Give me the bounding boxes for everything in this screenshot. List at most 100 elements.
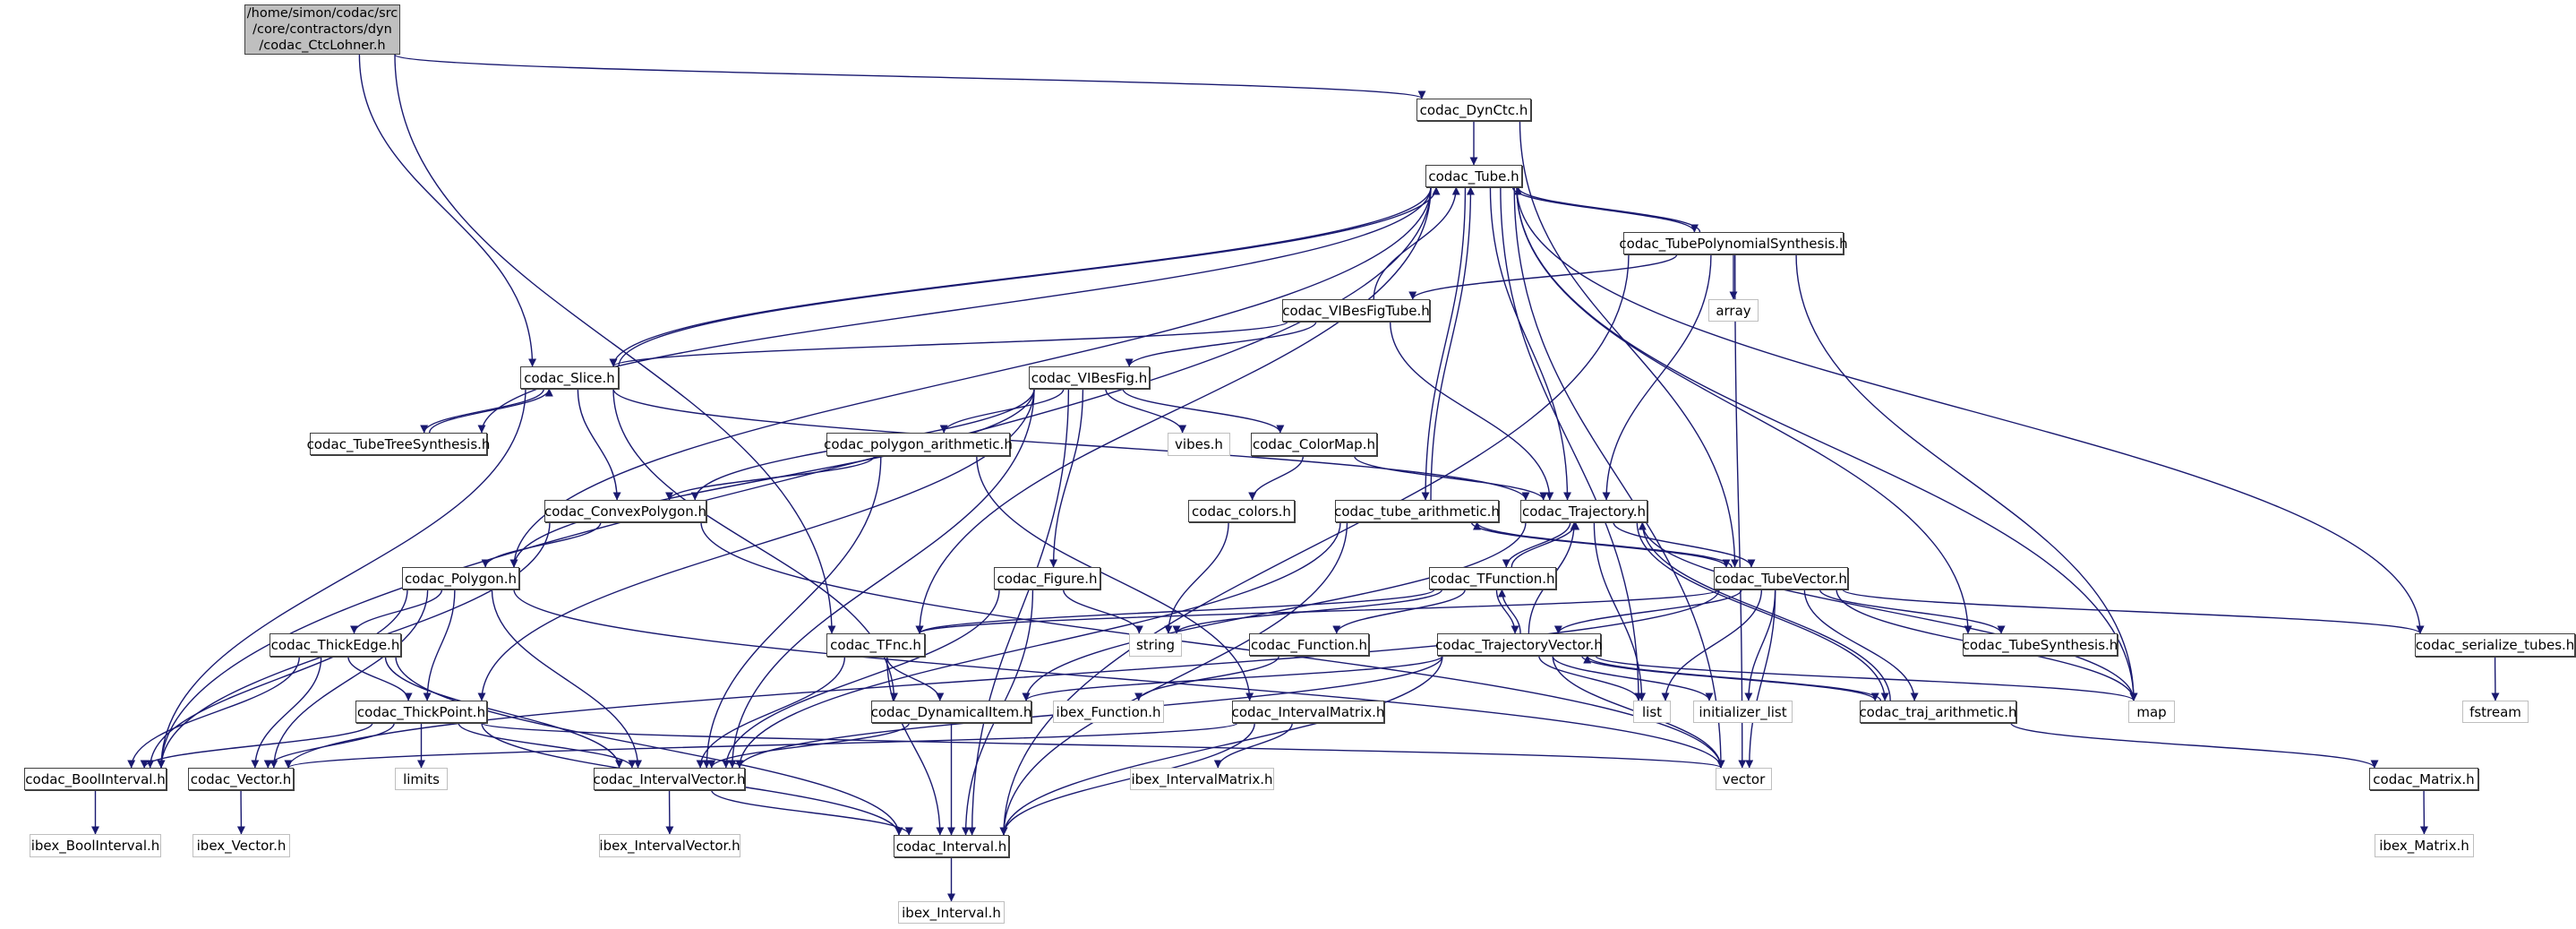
edge-convexpolygon-to-vector [700, 521, 1725, 769]
node-boolinterval[interactable]: codac_BoolInterval.h [24, 768, 167, 790]
node-slice[interactable]: codac_Slice.h [520, 366, 619, 389]
edge-tubepolynomialsynthesis-to-interval [999, 254, 1630, 836]
edge-trajectory-to-tubevector [1613, 521, 1756, 568]
edge-vibesfigtube-to-slice [609, 321, 1288, 367]
node-trajectoryvector[interactable]: codac_TrajectoryVector.h [1435, 633, 1603, 656]
edge-vibesfigtube-to-tube [1373, 186, 1460, 300]
edge-vibesfig-to-colormap [1122, 388, 1285, 434]
node-limits: limits [395, 768, 448, 790]
node-label: codac_ThickPoint.h [356, 703, 486, 720]
node-label: codac_TrajectoryVector.h [1435, 636, 1603, 653]
node-label: codac_TubeTreeSynthesis.h [306, 435, 491, 452]
node-tubepolynomialsynthesis[interactable]: codac_TubePolynomialSynthesis.h [1619, 232, 1848, 254]
edge-colors-to-string [1164, 521, 1229, 634]
node-label: codac_colors.h [1192, 503, 1291, 520]
edge-root-to-dynctc [394, 54, 1426, 99]
node-dynamicalitem[interactable]: codac_DynamicalItem.h [871, 701, 1031, 723]
node-vibesfig[interactable]: codac_VIBesFig.h [1029, 366, 1150, 389]
node-tubevector[interactable]: codac_TubeVector.h [1714, 567, 1848, 589]
node-label: codac_Matrix.h [2373, 770, 2475, 787]
node-ibex-matrix: ibex_Matrix.h [2375, 834, 2474, 857]
edge-traj_arithmetic-to-trajectory [1638, 521, 1891, 701]
edge-tfunction-to-function [1332, 589, 1466, 634]
node-figure[interactable]: codac_Figure.h [994, 567, 1100, 589]
node-intervalmatrix[interactable]: codac_IntervalMatrix.h [1232, 701, 1384, 723]
edge-tube_arithmetic-to-intervalvector [735, 521, 1341, 769]
edge-traj_arithmetic-to-matrix [2010, 722, 2379, 769]
node-label: /home/simon/codac/src /core/contractors/… [246, 6, 398, 53]
edge-figure-to-intervalvector [722, 589, 1000, 769]
edge-polygon_arithmetic-to-intervalvector [702, 455, 882, 769]
node-tubesynthesis[interactable]: codac_TubeSynthesis.h [1963, 633, 2118, 656]
node-label: codac_TubePolynomialSynthesis.h [1619, 235, 1848, 252]
edge-tubetreesynthesis-to-slice [428, 388, 553, 434]
node-vibes: vibes.h [1168, 433, 1230, 456]
node-serialize-tubes[interactable]: codac_serialize_tubes.h [2415, 633, 2575, 657]
edge-tube-to-tfnc [915, 186, 1432, 634]
edge-thickpoint-to-vector [263, 722, 395, 769]
edge-tube-to-list [1500, 186, 1643, 701]
node-dynctc[interactable]: codac_DynCtc.h [1416, 99, 1531, 121]
edge-tube-to-polygon [509, 186, 1432, 568]
edge-thickpoint-to-vector [481, 722, 1724, 769]
node-tubetreesynthesis[interactable]: codac_TubeTreeSynthesis.h [307, 433, 490, 455]
node-thickpoint[interactable]: codac_ThickPoint.h [355, 701, 487, 723]
edge-vibesfigtube-to-vibesfig [1125, 321, 1317, 367]
node-label: ibex_IntervalMatrix.h [1131, 770, 1273, 787]
node-label: codac_traj_arithmetic.h [1859, 703, 2017, 720]
node-tube-arithmetic[interactable]: codac_tube_arithmetic.h [1334, 500, 1500, 522]
node-convexpolygon[interactable]: codac_ConvexPolygon.h [544, 500, 706, 522]
node-root[interactable]: /home/simon/codac/src /core/contractors/… [244, 4, 400, 55]
node-ibex-intervalvector: ibex_IntervalVector.h [599, 834, 740, 857]
edge-tubepolynomialsynthesis-to-trajectory [1602, 254, 1712, 501]
edge-thickedge-to-boolinterval [127, 656, 300, 769]
node-tube[interactable]: codac_Tube.h [1425, 165, 1522, 187]
edge-trajectoryvector-to-list [1538, 655, 1643, 701]
node-tfnc[interactable]: codac_TFnc.h [826, 633, 925, 657]
edge-root-to-tfnc [394, 54, 836, 634]
edge-tfnc-to-intervalvector [696, 656, 846, 769]
edge-vibesfig-to-figure [1049, 388, 1084, 568]
node-traj-arithmetic[interactable]: codac_traj_arithmetic.h [1859, 701, 2017, 723]
node-label: vibes.h [1175, 436, 1223, 452]
edge-tube-to-vector [1513, 186, 1725, 769]
node-label: codac_Trajectory.h [1521, 503, 1647, 520]
node-vector[interactable]: codac_Vector.h [188, 768, 294, 790]
edge-thickedge-to-thickpoint [347, 656, 413, 701]
edge-root-to-slice [358, 54, 537, 367]
edge-vibesfigtube-to-trajectory [1389, 321, 1554, 501]
edge-tfunction-to-tfnc [915, 589, 1435, 634]
node-colors[interactable]: codac_colors.h [1188, 500, 1295, 522]
edge-tubevector-to-initializer_list [1744, 589, 1776, 701]
edge-slice-to-tubetreesynthesis [420, 388, 545, 434]
node-polygon[interactable]: codac_Polygon.h [402, 567, 519, 589]
edge-tubepolynomialsynthesis-to-vector [1734, 254, 1747, 769]
edge-slice-to-trajectory [612, 388, 1530, 501]
edge-vibesfig-to-interval [968, 388, 1070, 836]
edge-trajectoryvector-to-tfunction [1497, 589, 1521, 634]
node-label: initializer_list [1699, 703, 1787, 720]
node-string: string [1129, 633, 1182, 657]
node-interval[interactable]: codac_Interval.h [894, 835, 1009, 857]
edge-vibesfig-to-vibes [1105, 388, 1187, 434]
node-vibesfigtube[interactable]: codac_VIBesFigTube.h [1282, 299, 1430, 322]
edge-polygon_arithmetic-to-convexpolygon [665, 455, 876, 501]
edge-tube-to-slice [609, 186, 1432, 367]
node-intervalvector[interactable]: codac_IntervalVector.h [593, 768, 746, 790]
node-thickedge[interactable]: codac_ThickEdge.h [270, 633, 401, 657]
edge-tubevector-to-traj_arithmetic [1803, 589, 1919, 701]
edge-trajectoryvector-to-initializer_list [1552, 655, 1714, 701]
node-function[interactable]: codac_Function.h [1249, 633, 1369, 656]
node-trajectory[interactable]: codac_Trajectory.h [1520, 500, 1647, 522]
edge-vibesfig-to-polygon_arithmetic [939, 388, 1065, 434]
node-colormap[interactable]: codac_ColorMap.h [1251, 433, 1377, 456]
edge-polygon-to-vector [270, 589, 429, 769]
edge-trajectory-to-map [1641, 521, 2138, 701]
node-polygon-arithmetic[interactable]: codac_polygon_arithmetic.h [824, 433, 1013, 456]
node-label: string [1135, 637, 1176, 653]
edge-tubevector-to-tube_arithmetic [1473, 521, 1733, 568]
node-matrix[interactable]: codac_Matrix.h [2369, 768, 2478, 790]
node-label: codac_VIBesFig.h [1031, 369, 1148, 386]
node-tfunction[interactable]: codac_TFunction.h [1429, 567, 1556, 589]
